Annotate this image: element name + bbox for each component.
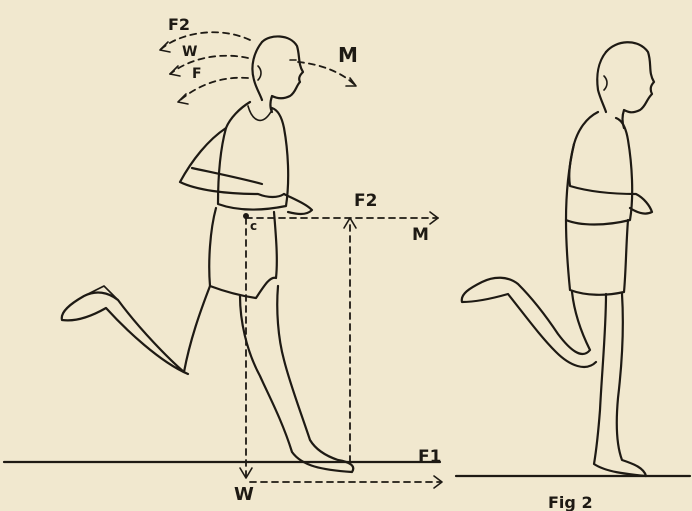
arrow-head-f2 bbox=[160, 32, 250, 50]
right-head-profile bbox=[606, 42, 654, 128]
force-vectors bbox=[160, 32, 442, 488]
left-vest-neck bbox=[248, 106, 272, 120]
label-force-m: M bbox=[412, 225, 429, 245]
right-head-back bbox=[597, 52, 606, 112]
arrow-head-f bbox=[178, 78, 248, 102]
left-shorts bbox=[209, 208, 277, 298]
label-head-m: M bbox=[338, 43, 358, 67]
label-force-w: W bbox=[234, 484, 254, 505]
label-center-c: c bbox=[250, 219, 257, 233]
label-force-f1: F1 bbox=[418, 447, 441, 467]
right-shorts bbox=[566, 220, 628, 295]
figure-caption: Fig 2 bbox=[548, 493, 593, 511]
runner-left bbox=[62, 36, 353, 472]
left-ear bbox=[258, 66, 261, 80]
runner-right bbox=[462, 42, 654, 476]
left-arm-upper bbox=[180, 128, 284, 197]
left-front-leg bbox=[240, 286, 353, 472]
left-back-leg bbox=[62, 286, 210, 374]
right-ear bbox=[604, 76, 607, 90]
left-head-profile bbox=[262, 36, 303, 112]
label-head-f2: F2 bbox=[168, 15, 190, 34]
left-arm-inner bbox=[192, 168, 262, 184]
label-head-w: W bbox=[182, 44, 197, 60]
right-front-leg bbox=[594, 294, 646, 476]
right-arm bbox=[569, 144, 652, 214]
label-force-f2: F2 bbox=[354, 191, 377, 211]
right-torso bbox=[566, 112, 632, 225]
left-hand bbox=[284, 194, 312, 214]
label-head-f: F bbox=[192, 66, 202, 82]
